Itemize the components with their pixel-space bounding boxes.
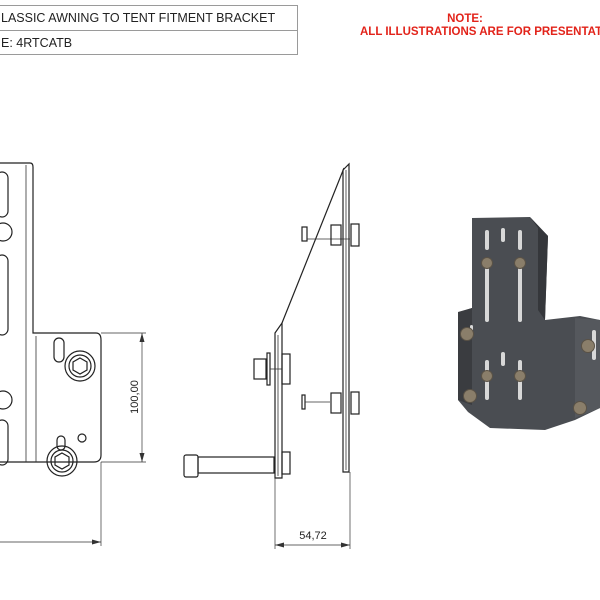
depth-dimension-label: 54,72: [299, 530, 327, 542]
part-code: E: 4RTCATB: [1, 36, 73, 50]
front-view: 100,00: [0, 162, 146, 546]
presentation-note: NOTE: ALL ILLUSTRATIONS ARE FOR PRESENTA…: [360, 13, 600, 39]
bracket-3d-render: [458, 217, 600, 430]
note-text: ALL ILLUSTRATIONS ARE FOR PRESENTAT: [360, 26, 600, 38]
title-block: LASSIC AWNING TO TENT FITMENT BRACKET E:…: [0, 5, 298, 55]
note-heading: NOTE:: [447, 13, 483, 25]
height-dimension-label: 100,00: [129, 380, 141, 414]
drawing-title: LASSIC AWNING TO TENT FITMENT BRACKET: [0, 6, 297, 31]
side-view: 54,72: [183, 162, 360, 549]
